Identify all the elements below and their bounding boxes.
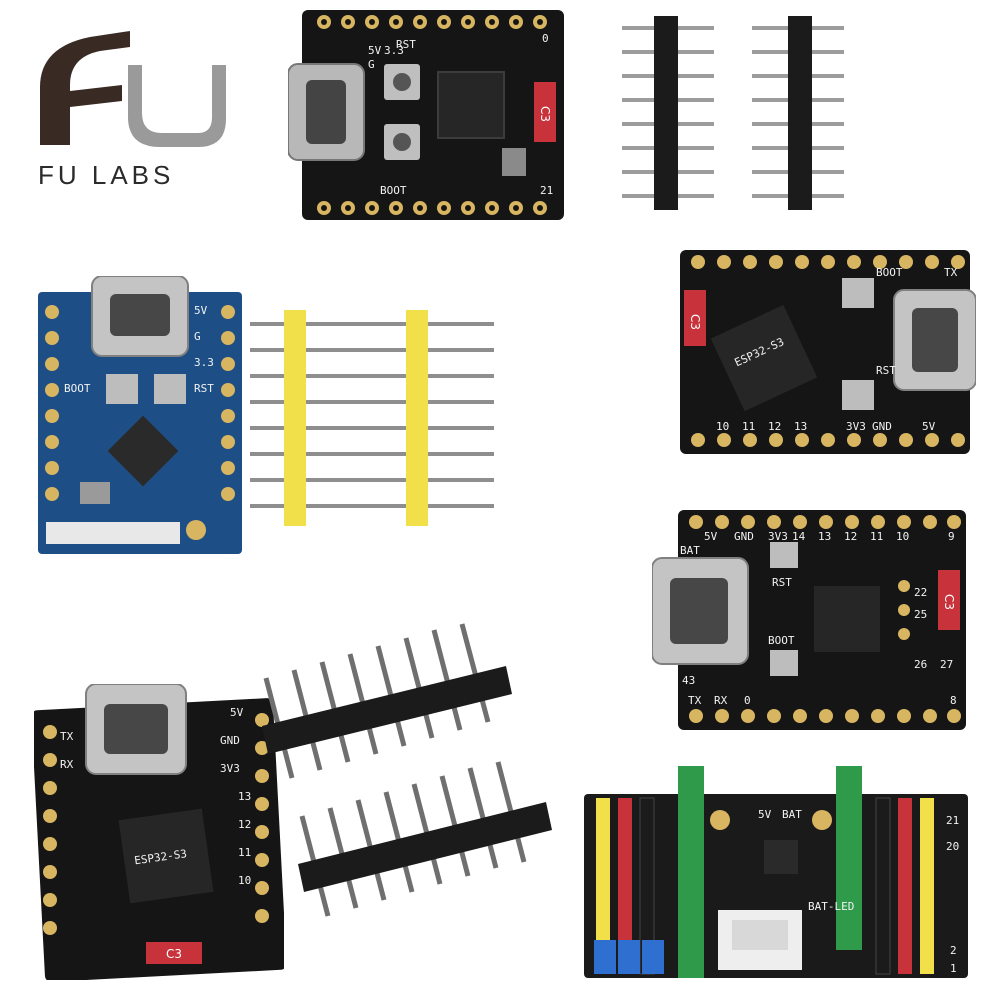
silk-22: 22 [914, 586, 927, 599]
silk-5v: 5V [758, 808, 772, 821]
c3-badge [534, 82, 556, 142]
silk-26: 26 [914, 658, 927, 671]
silk-3v3: 3V3 [220, 762, 240, 775]
pin-headers-angled-black [256, 618, 566, 980]
silk-g: G [194, 330, 201, 343]
silk-gnd: GND [872, 420, 892, 433]
pin-headers-black-pair [618, 14, 848, 218]
brand-name: FU LABS [38, 160, 175, 190]
mcu-chip [814, 586, 880, 652]
board-shield: 21 20 2 1 5V BAT BAT-LED [578, 760, 974, 982]
silk-5v: 5V [704, 530, 718, 543]
silk-21: 21 [946, 814, 959, 827]
silk-gnd: GND [220, 734, 240, 747]
board-bottom-left: ESP32-S3 C3 TX RX 5V GND 3V3 13 12 11 10 [34, 684, 284, 980]
silk-13: 13 [794, 420, 807, 433]
c3-badge-label: C3 [166, 947, 182, 961]
silk-0: 0 [744, 694, 751, 707]
silk-g: G [368, 58, 375, 71]
rst-button [154, 374, 186, 404]
silk-12: 12 [768, 420, 781, 433]
silk-43: 43 [682, 674, 695, 687]
silk-3v3: 3V3 [768, 530, 788, 543]
silk-3v3: 3.3 [384, 44, 404, 57]
silk-rx: RX [714, 694, 728, 707]
c3-badge [938, 570, 960, 630]
silk-12: 12 [238, 818, 251, 831]
silk-bat-led: BAT-LED [808, 900, 854, 913]
silk-3v3: 3.3 [194, 356, 214, 369]
silk-2: 2 [950, 944, 957, 957]
boot-button [106, 374, 138, 404]
silk-rst: RST [876, 364, 896, 377]
silk-bat: BAT [680, 544, 700, 557]
silk-13: 13 [818, 530, 831, 543]
silk-rst: RST [194, 382, 214, 395]
silk-boot: BOOT [64, 382, 91, 395]
mcu-chip [710, 304, 818, 412]
mcu-chip [118, 808, 214, 904]
c3-badge-label: C3 [942, 594, 956, 610]
silk-10: 10 [238, 874, 251, 887]
c3-badge-label: C3 [538, 106, 552, 122]
silk-rst: RST [396, 38, 416, 51]
silk-boot: BOOT [768, 634, 795, 647]
silk-0: 0 [542, 32, 549, 45]
silk-5v: 5V [368, 44, 382, 57]
silk-21: 21 [540, 184, 553, 197]
brand-logo [30, 25, 230, 160]
silk-tx: TX [60, 730, 74, 743]
logo-u-mark [128, 65, 226, 147]
silk-20: 20 [946, 840, 959, 853]
c3-badge [146, 942, 202, 964]
c3-badge-label: C3 [688, 314, 702, 330]
silk-11: 11 [238, 846, 251, 859]
silk-5v: 5V [230, 706, 244, 719]
silk-10: 10 [716, 420, 729, 433]
rst-button [770, 542, 798, 568]
silk-5v: 5V [194, 304, 208, 317]
silk-27: 27 [940, 658, 953, 671]
antenna [46, 522, 180, 544]
board-right-top: C3 ESP32-S3 TX RST BOOT GND 5V 3V3 10 11… [676, 246, 976, 458]
silk-gnd: GND [734, 530, 754, 543]
silk-11: 11 [870, 530, 883, 543]
silk-10: 10 [896, 530, 909, 543]
silk-1: 1 [950, 962, 957, 975]
silk-tx: TX [688, 694, 702, 707]
silk-8: 8 [950, 694, 957, 707]
silk-9: 9 [948, 530, 955, 543]
boot-button [770, 650, 798, 676]
silk-tx: TX [944, 266, 958, 279]
silk-rx: RX [60, 758, 74, 771]
board-blue: 5V G 3.3 RST BOOT [34, 276, 246, 558]
silk-12: 12 [844, 530, 857, 543]
silk-rst: RST [772, 576, 792, 589]
boot-button [842, 278, 874, 308]
silk-boot: BOOT [380, 184, 407, 197]
silk-bat: BAT [782, 808, 802, 821]
silk-3v3: 3V3 [846, 420, 866, 433]
silk-5v: 5V [922, 420, 936, 433]
silk-14: 14 [792, 530, 806, 543]
board-top-center: C3 5V G 3.3 RST BOOT 0 21 [288, 8, 576, 226]
board-right-mid: C3 5V GND 3V3 14 13 12 11 10 9 BAT RST B… [652, 506, 970, 734]
logo-f-mark [40, 31, 130, 145]
silk-11: 11 [742, 420, 755, 433]
c3-badge [684, 290, 706, 346]
silk-25: 25 [914, 608, 927, 621]
pin-headers-yellow-pair [246, 306, 498, 532]
mcu-chip [437, 71, 505, 139]
silk-boot: BOOT [876, 266, 903, 279]
rst-button [842, 380, 874, 410]
silk-13: 13 [238, 790, 251, 803]
